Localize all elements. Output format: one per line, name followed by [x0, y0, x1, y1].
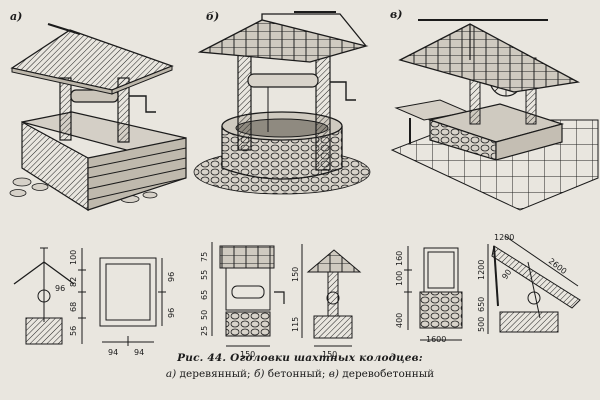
- wooden-well-drawing: [9, 23, 187, 212]
- dim-c-front-1: 160: [395, 251, 404, 266]
- panel-label-c: в): [390, 8, 403, 21]
- panel-label-b: б): [206, 10, 220, 23]
- dim-c-front-4: 1600: [426, 335, 446, 344]
- concrete-well-side-drawing: [301, 244, 362, 347]
- caption-text-b: бетонный;: [267, 368, 326, 380]
- caption-text-a: деревянный;: [179, 368, 251, 380]
- dim-a-side-3: 68: [69, 302, 78, 312]
- caption-letter-b: б): [253, 368, 265, 380]
- dim-a-front-2: 94: [134, 348, 144, 357]
- dim-b-front-8: 150: [240, 350, 255, 359]
- concrete-well-drawing: [193, 11, 371, 195]
- dim-a-side-1: 100: [69, 250, 78, 265]
- wooden-well-front-drawing: [99, 257, 166, 346]
- dim-b-front-1: 75: [200, 252, 209, 262]
- wood-concrete-well-side-drawing: [487, 235, 581, 334]
- dim-a-side-2: 82: [69, 277, 78, 287]
- dim-a-side-5: 96: [55, 284, 65, 293]
- dim-c-front-3: 400: [395, 313, 404, 328]
- figure-caption-items: а) деревянный; б) бетонный; в) деревобет…: [0, 368, 600, 381]
- dim-a-front-4: 96: [167, 308, 176, 318]
- dim-b-front-4: 50: [200, 310, 209, 320]
- dim-b-front-5: 25: [200, 326, 209, 336]
- dim-c-side-6: 650: [477, 297, 486, 312]
- dim-c-front-2: 100: [395, 271, 404, 286]
- dim-a-side-4: 56: [69, 326, 78, 336]
- dim-b-side-1: 150: [322, 350, 337, 359]
- panel-label-a: а): [10, 10, 23, 23]
- dim-a-front-1: 94: [108, 348, 118, 357]
- figure-caption-title: Рис. 44. Оголовки шахтных колодцев:: [177, 352, 423, 364]
- dim-c-side-1: 1200: [494, 233, 514, 242]
- caption-letter-a: а): [165, 368, 177, 380]
- dim-c-side-5: 500: [477, 317, 486, 332]
- dim-b-front-7: 150: [291, 267, 300, 282]
- dim-c-side-4: 1200: [477, 260, 486, 280]
- caption-text-c: деревобетонный: [342, 368, 435, 380]
- dim-b-front-3: 65: [200, 290, 209, 300]
- dim-c-side-3: 90: [500, 268, 513, 282]
- dim-a-front-3: 96: [167, 272, 176, 282]
- wood-concrete-well-drawing: [390, 19, 599, 211]
- wood-concrete-well-front-drawing: [404, 246, 463, 341]
- concrete-well-front-drawing: [211, 242, 285, 347]
- wooden-well-side-drawing: [13, 247, 86, 345]
- dim-b-front-6: 115: [291, 317, 300, 332]
- caption-letter-c: в): [328, 368, 339, 380]
- dim-b-front-2: 55: [200, 270, 209, 280]
